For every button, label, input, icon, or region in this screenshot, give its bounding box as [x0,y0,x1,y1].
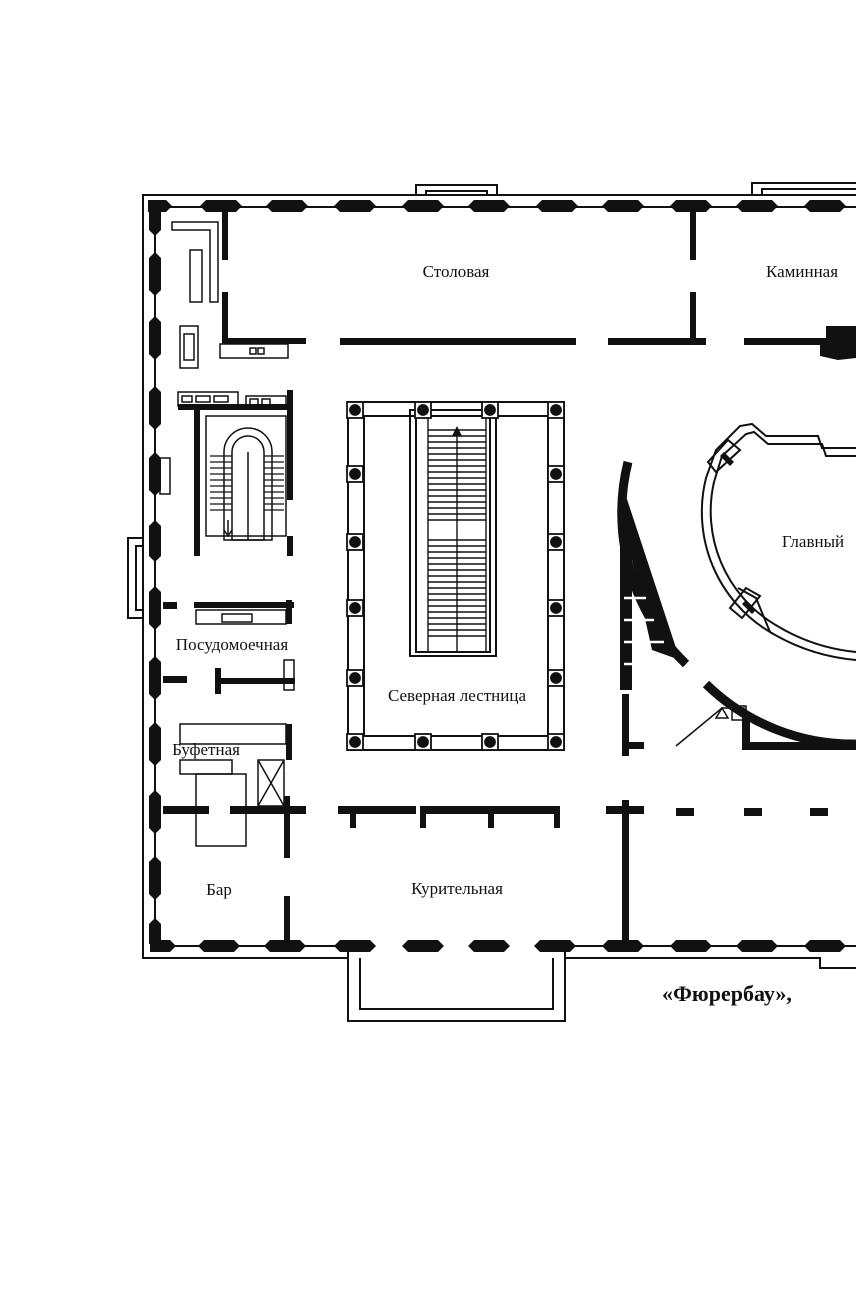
column-bottom-inner-right [481,733,499,751]
room-label-smoking: Курительная [411,879,503,898]
column-left-1 [346,465,364,483]
room-label-bar: Бар [206,880,232,899]
column-left-3 [346,599,364,617]
room-label-fireplace: Каминная [766,262,838,281]
column-right-1 [547,465,565,483]
service-fixtures [159,221,295,847]
column-top-right [547,401,565,419]
column-right-3 [547,599,565,617]
column-left-2 [346,533,364,551]
stair-hall-columns [346,401,565,751]
room-label-dining: Столовая [423,262,490,281]
column-top-left [346,401,364,419]
service-stair-treads [210,455,284,511]
north-stair-hall [346,401,565,751]
pilaster-bottom-row [150,940,846,952]
room-label-main-hall: Главный [782,532,844,551]
column-bottom-right [547,733,565,751]
column-bottom-inner-left [414,733,432,751]
stair-direction-arrow-icon [452,426,462,436]
column-top-inner-left [414,401,432,419]
pilaster-top-row [148,200,846,212]
main-hall-structure [617,422,856,750]
column-right-2 [547,533,565,551]
column-bottom-left [346,733,364,751]
room-label-north-stair: Северная лестница [388,686,526,705]
service-stair [205,415,287,541]
interior-walls [163,210,856,946]
column-top-inner-right [481,401,499,419]
main-stair-treads [427,416,487,652]
wall-pilasters [148,200,846,952]
room-labels: Столовая Каминная Главный Посудомоечная … [172,262,844,899]
column-right-4 [547,669,565,687]
room-label-buffet: Буфетная [172,740,240,759]
column-left-4 [346,669,364,687]
room-label-dishwashing: Посудомоечная [176,635,289,654]
pilaster-left-column [149,210,161,944]
plan-caption: «Фюрербау», [662,981,792,1006]
